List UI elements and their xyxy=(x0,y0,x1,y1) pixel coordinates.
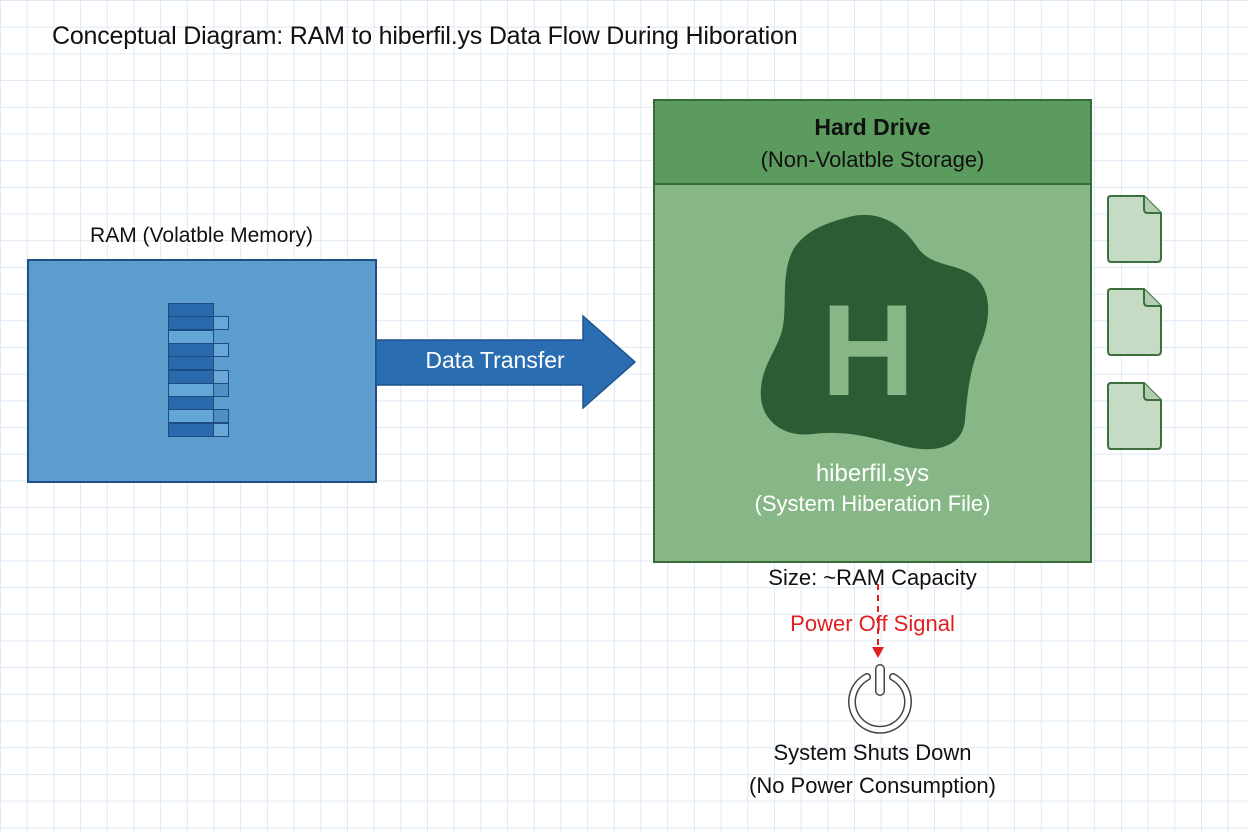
memory-cell xyxy=(168,342,214,357)
hard-drive-header: Hard Drive (Non-Volatble Storage) xyxy=(655,101,1090,185)
memory-cell-tab xyxy=(213,369,229,384)
memory-cell xyxy=(168,303,214,317)
memory-cell xyxy=(168,409,214,424)
memory-cell-tab xyxy=(213,422,229,437)
memory-cell xyxy=(168,356,214,371)
data-transfer-label: Data Transfer xyxy=(425,347,565,373)
hard-drive-title: Hard Drive xyxy=(814,114,931,140)
diagram-title: Conceptual Diagram: RAM to hiberfil.ys D… xyxy=(52,22,798,50)
shutdown-label: System Shuts Down xyxy=(773,740,972,765)
memory-cell-tab xyxy=(213,382,229,397)
memory-cell xyxy=(168,382,214,397)
file-name: hiberfil.sys xyxy=(815,460,930,487)
file-icon xyxy=(1107,382,1162,450)
arrow-right-icon xyxy=(375,314,637,410)
power-icon xyxy=(848,664,912,734)
data-transfer-arrow xyxy=(375,314,637,410)
hibernation-file-icon: H xyxy=(760,214,989,450)
memory-cell xyxy=(168,369,214,384)
hard-drive-box: Hard Drive (Non-Volatble Storage) xyxy=(653,99,1092,563)
memory-chip-icon xyxy=(168,303,230,437)
hard-drive-subtitle: (Non-Volatble Storage) xyxy=(760,147,985,172)
memory-cell xyxy=(168,396,214,411)
hibernation-glyph: H xyxy=(821,277,915,423)
power-off-signal-arrow xyxy=(872,584,884,658)
memory-cell xyxy=(168,329,214,344)
memory-cell-tab xyxy=(213,342,229,357)
file-icon xyxy=(1107,195,1162,263)
power-off-signal-label: Power Off Signal xyxy=(790,611,955,636)
memory-cell xyxy=(168,422,214,437)
file-icon xyxy=(1107,288,1162,356)
memory-cell-tab xyxy=(213,409,229,424)
blob-shape xyxy=(760,214,989,450)
file-description: (System Hiberation File) xyxy=(754,491,991,516)
size-label: Size: ~RAM Capacity xyxy=(768,565,977,590)
shutdown-sublabel: (No Power Consumption) xyxy=(749,773,996,798)
memory-cell-tab xyxy=(213,316,229,331)
ram-label: RAM (Volatble Memory) xyxy=(90,224,313,247)
memory-cell xyxy=(168,316,214,331)
